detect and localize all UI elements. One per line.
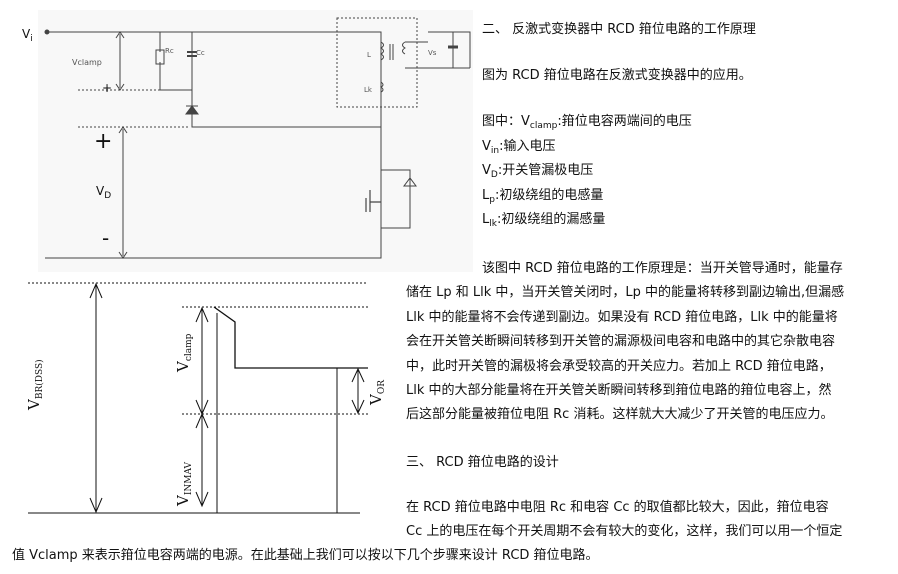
legend-item: Vin:输入电压 [482,139,556,156]
paragraph-line: Cc 上的电压在每个开关周期不会有较大的变化，这样，我们可以用一个恒定 [406,524,843,539]
legend-item: VD:开关管漏极电压 [482,163,594,180]
paragraph-line: Llk 中的大部分能量将在开关管关断瞬间转移到箝位电路的箝位电容上，然 [406,383,832,398]
rcd-clamp-circuit-diagram [38,10,473,272]
vor-label: VOR [367,380,387,405]
legend-item: Llk:初级绕组的漏感量 [482,212,606,229]
paragraph-line: Llk 中的能量将不会传递到副边。如果没有 RCD 箝位电路，Llk 中的能量将 [406,310,838,325]
cc-label: Cc [196,49,205,57]
section3-heading: 三、 RCD 箝位电路的设计 [406,455,559,470]
vd-minus-sign: - [102,226,110,250]
paragraph-line: 在 RCD 箝位电路中电阻 Rc 和电容 Cc 的取值都比较大，因此，箝位电容 [406,500,829,515]
paragraph-line: 会在开关管关断瞬间转移到开关管的漏源极间电容和电路中的其它杂散电容 [406,334,836,349]
legend-item: 图中：Vclamp:箝位电容两端间的电压 [482,114,692,131]
llk-label: Lk [364,86,372,94]
section2-intro: 图为 RCD 箝位电路在反激式变换器中的应用。 [482,68,752,83]
vd-plus-sign: + [94,129,113,154]
paragraph-line: 储在 Lp 和 Llk 中，当开关管关闭时，Lp 中的能量将转移到副边输出,但漏… [406,285,845,300]
paragraph-line: 中，此时开关管的漏极将会承受较高的开关应力。若加上 RCD 箝位电路， [406,359,832,374]
rc-label: Rc [165,47,174,55]
vbr-dss-label: VBR(DSS) [25,359,45,410]
legend-item: Lp:初级绕组的电感量 [482,188,604,205]
vd-label: VD [96,184,112,201]
vclamp-wave-label: Vclamp [174,333,194,372]
paragraph-line: 后这部分能量被箝位电阻 Rc 消耗。这样就大大减少了开关管的电压应力。 [406,407,834,422]
section2-heading: 二、 反激式变换器中 RCD 箝位电路的工作原理 [482,22,756,37]
vnmav-label: VINMAV [174,461,194,506]
lp-label: L [367,51,371,59]
plus-sign: + [102,81,113,95]
vin-label: Vi [22,27,33,44]
vclamp-label: Vclamp [72,58,102,67]
vs-label: Vs [428,49,437,57]
voltage-waveform-diagram [28,282,368,514]
paragraph-line: 该图中 RCD 箝位电路的工作原理是：当开关管导通时，能量存 [482,261,843,276]
paragraph-line: 值 Vclamp 来表示箝位电容两端的电源。在此基础上我们可以按以下几个步骤来设… [12,548,599,563]
